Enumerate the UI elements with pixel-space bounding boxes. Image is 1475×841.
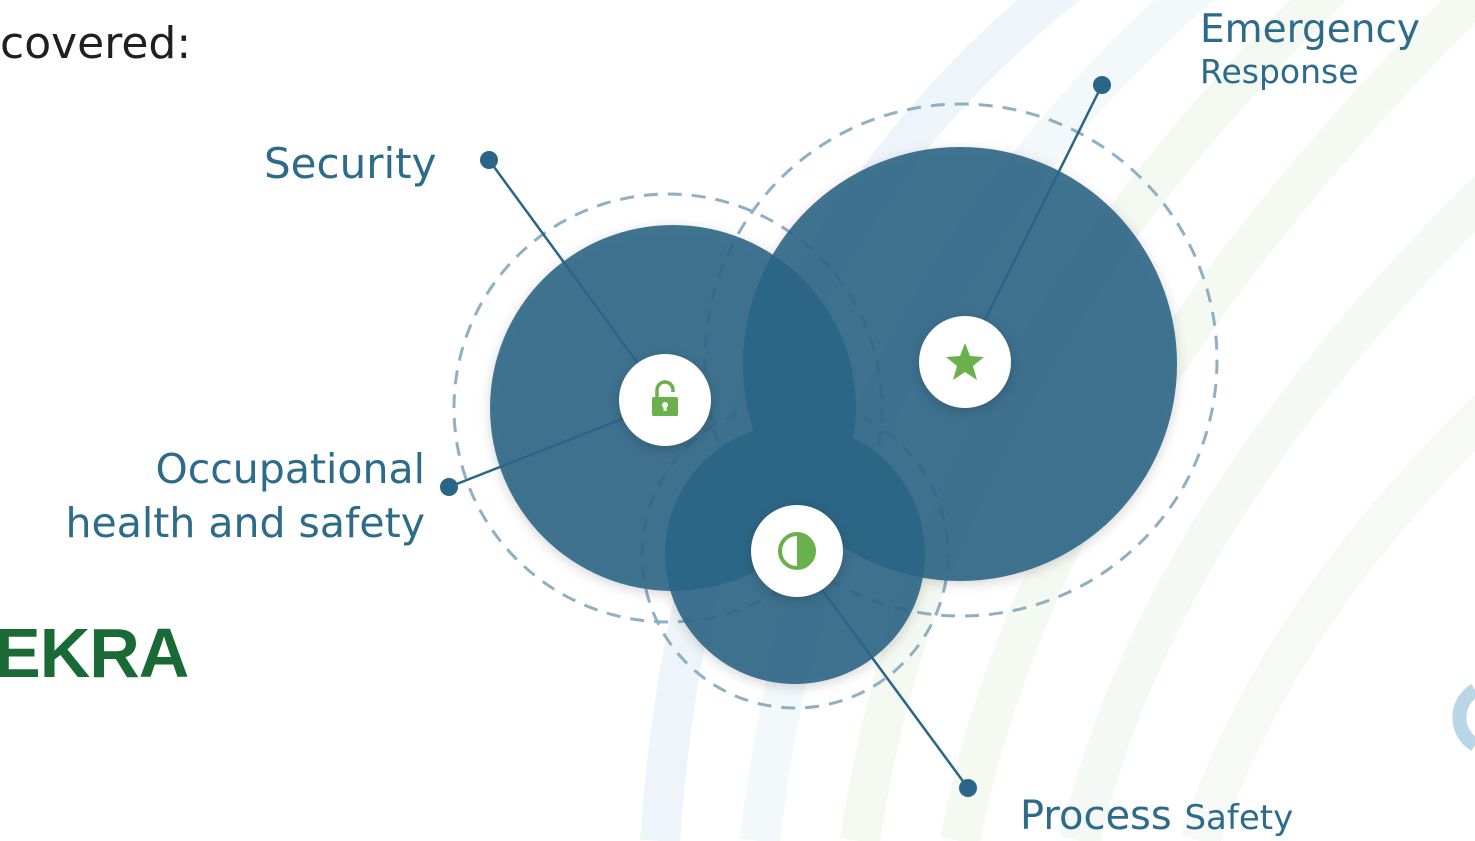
ohs-connector [448, 410, 641, 489]
emergency-connector [978, 84, 1104, 331]
half-circle-icon [778, 532, 816, 570]
process-connector-dot [959, 779, 977, 797]
emergency-connector-dot [1093, 76, 1111, 94]
emergency-label: Emergency Response [1200, 10, 1420, 88]
lock-icon [652, 380, 678, 416]
security-connector [487, 159, 652, 381]
ohs-connector-dot [440, 478, 458, 496]
emergency-label-line2: Response [1200, 52, 1359, 91]
security-label: Security [264, 139, 437, 188]
star-icon [946, 343, 984, 380]
process-label: Process Safety [1020, 796, 1293, 836]
process-connector [813, 579, 970, 789]
ohs-label-line1: Occupational [155, 445, 425, 493]
corner-ring-fragment [1452, 683, 1475, 752]
intro-text: covered: [0, 18, 192, 69]
process-label-word2: Safety [1184, 798, 1294, 838]
security-connector-dot [480, 151, 498, 169]
company-logo: EKRA [0, 614, 189, 692]
ohs-label-line2: health and safety [65, 499, 425, 547]
emergency-label-line1: Emergency [1200, 7, 1420, 52]
ohs-label: Occupational health and safety [66, 442, 425, 550]
process-label-word1: Process [1020, 793, 1172, 839]
